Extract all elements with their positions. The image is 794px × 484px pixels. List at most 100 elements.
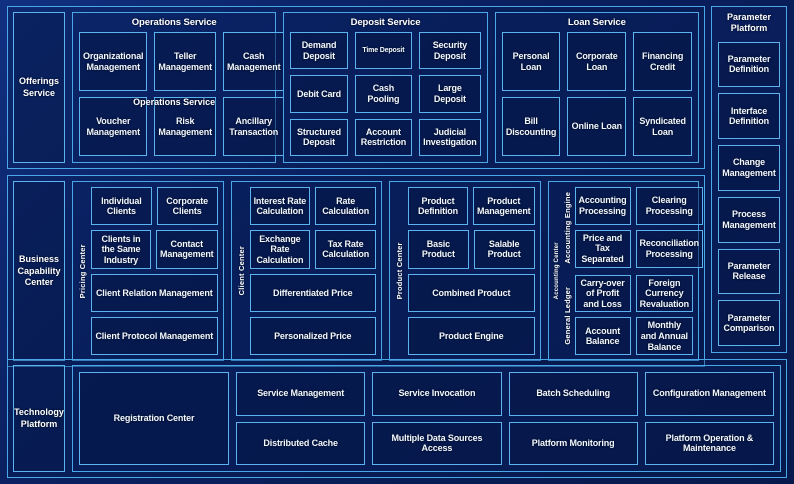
cell-risk-management[interactable]: Risk Management — [154, 97, 216, 156]
grid-technology-platform: Service Management Service Invocation Ba… — [236, 372, 774, 465]
cell-client-relation-management[interactable]: Client Relation Management — [91, 273, 218, 312]
cell-salable-product[interactable]: Salable Product — [473, 230, 535, 269]
accounting-groups: Accounting Engine Accounting Processing … — [562, 187, 703, 356]
panel-product-center[interactable]: Product Center Product Definition Produc… — [389, 181, 541, 362]
pair-clients-top: Individual Clients Corporate Clients — [91, 187, 218, 226]
offerings-service-row: Offerings Service Operations Service Ope… — [7, 6, 705, 169]
business-capability-center-row: Business Capability Center Pricing Cente… — [7, 175, 705, 368]
cell-security-deposit[interactable]: Security Deposit — [419, 32, 481, 70]
pair-clients-second: Clients in the Same Industry Contact Man… — [91, 230, 218, 269]
cell-monthly-and-annual-balance[interactable]: Monthly and Annual Balance — [635, 317, 693, 356]
cell-multiple-data-sources-access[interactable]: Multiple Data Sources Access — [372, 421, 502, 465]
cell-service-management[interactable]: Service Management — [236, 372, 366, 416]
cell-registration-center[interactable]: Registration Center — [79, 372, 229, 465]
cell-account-balance[interactable]: Account Balance — [574, 317, 631, 356]
row-label-offerings-service: Offerings Service — [13, 12, 65, 163]
cell-time-deposit[interactable]: Time Deposit — [354, 32, 413, 70]
panel-title-loan-service: Loan Service — [567, 17, 626, 28]
cell-ancillary-transaction[interactable]: Ancillary Transaction — [222, 97, 285, 156]
cell-bill-discounting[interactable]: Bill Discounting — [501, 97, 561, 156]
cell-process-management[interactable]: Process Management — [718, 196, 780, 243]
cell-combined-product[interactable]: Combined Product — [408, 273, 535, 312]
wide-client-protocol: Client Protocol Management — [91, 316, 218, 356]
cell-teller-management[interactable]: Teller Management — [154, 32, 216, 91]
cell-foreign-currency-revaluation[interactable]: Foreign Currency Revaluation — [635, 274, 693, 313]
cell-basic-product[interactable]: Basic Product — [408, 230, 469, 269]
wide-client-relation: Client Relation Management — [91, 273, 218, 312]
panel-title-deposit-service: Deposit Service — [350, 17, 421, 28]
cell-change-management[interactable]: Change Management — [718, 145, 780, 191]
grid-loan-service: Personal Loan Corporate Loan Financing C… — [501, 32, 692, 156]
panel-operations-service[interactable]: Operations Service Operations Service Or… — [72, 12, 285, 163]
cell-configuration-management[interactable]: Configuration Management — [644, 372, 774, 416]
cell-judicial-investigation[interactable]: Judicial Investigation — [419, 118, 481, 156]
cell-platform-monitoring[interactable]: Platform Monitoring — [508, 421, 638, 465]
cell-exchange-rate-calculation[interactable]: Exchange Rate Calculation — [249, 230, 311, 269]
grid-operations-service: Organizational Management Teller Managem… — [79, 32, 285, 156]
cell-structured-deposit[interactable]: Structured Deposit — [290, 118, 348, 156]
cell-service-invocation[interactable]: Service Invocation — [372, 372, 502, 416]
panel-loan-service[interactable]: Loan Service Personal Loan Corporate Loa… — [494, 12, 699, 163]
cell-interface-definition[interactable]: Interface Definition — [718, 93, 780, 139]
vlabel-accounting-engine: Accounting Engine — [562, 191, 572, 264]
panel-technology-platform[interactable]: Registration Center Service Management S… — [72, 365, 781, 472]
cell-parameter-release[interactable]: Parameter Release — [718, 248, 780, 295]
registration-center-wrap: Registration Center — [79, 372, 229, 465]
cell-differentiated-price[interactable]: Differentiated Price — [249, 273, 376, 312]
cell-clearing-processing[interactable]: Clearing Processing — [635, 187, 703, 225]
cell-product-engine[interactable]: Product Engine — [408, 316, 535, 356]
cell-demand-deposit[interactable]: Demand Deposit — [290, 32, 348, 70]
pair-product-second: Basic Product Salable Product — [408, 230, 535, 269]
wide-differentiated-price: Differentiated Price — [249, 273, 376, 312]
group-general-ledger: General Ledger Carry-over of Profit and … — [563, 274, 693, 356]
cell-carry-over-of-profit-and-loss[interactable]: Carry-over of Profit and Loss — [574, 274, 631, 313]
cell-cash-pooling[interactable]: Cash Pooling — [354, 75, 413, 113]
cell-financing-credit[interactable]: Financing Credit — [633, 32, 692, 91]
vlabel-product-center: Product Center — [395, 242, 404, 300]
cell-batch-scheduling[interactable]: Batch Scheduling — [508, 372, 638, 416]
cell-large-deposit[interactable]: Large Deposit — [419, 75, 481, 113]
cell-distributed-cache[interactable]: Distributed Cache — [236, 421, 366, 465]
cell-corporate-clients[interactable]: Corporate Clients — [156, 187, 218, 226]
panel-deposit-service[interactable]: Deposit Service Demand Deposit Time Depo… — [283, 12, 488, 163]
group-accounting-engine: Accounting Engine Accounting Processing … — [562, 187, 703, 268]
cell-reconciliation-processing[interactable]: Reconciliation Processing — [635, 229, 703, 268]
cell-tax-rate-calculation[interactable]: Tax Rate Calculation — [315, 230, 376, 269]
cell-contact-management[interactable]: Contact Management — [156, 230, 218, 269]
cell-product-definition[interactable]: Product Definition — [408, 187, 468, 226]
panel-client-center[interactable]: Client Center Interest Rate Calculation … — [230, 181, 382, 362]
cell-parameter-comparison[interactable]: Parameter Comparison — [718, 300, 780, 346]
cell-product-management[interactable]: Product Management — [473, 187, 535, 226]
cell-rate-calculation[interactable]: Rate Calculation — [315, 187, 376, 226]
cell-price-and-tax-separated[interactable]: Price and Tax Separated — [574, 229, 631, 268]
panel-accounting-center[interactable]: Accounting Center Accounting Engine Acco… — [547, 181, 703, 362]
cell-accounting-processing[interactable]: Accounting Processing — [574, 187, 631, 225]
wide-combined-product: Combined Product — [408, 273, 535, 312]
row-label-technology-platform: Technology Platform — [13, 365, 65, 472]
panel-title-parameter-platform: Parameter Platform — [726, 12, 772, 34]
pair-rate-second: Exchange Rate Calculation Tax Rate Calcu… — [249, 230, 376, 269]
grid-general-ledger: Carry-over of Profit and Loss Foreign Cu… — [574, 274, 693, 356]
cell-client-protocol-management[interactable]: Client Protocol Management — [91, 316, 218, 356]
cell-online-loan[interactable]: Online Loan — [567, 97, 627, 156]
cell-personal-loan[interactable]: Personal Loan — [501, 32, 561, 91]
cell-platform-operation-maintenance[interactable]: Platform Operation & Maintenance — [644, 421, 774, 465]
panel-pricing-center[interactable]: Pricing Center Individual Clients Corpor… — [72, 181, 224, 362]
cell-voucher-management[interactable]: Voucher Management — [79, 97, 148, 156]
cell-individual-clients[interactable]: Individual Clients — [91, 187, 152, 226]
vlabel-accounting-center: Accounting Center — [553, 242, 560, 300]
cell-parameter-definition[interactable]: Parameter Definition — [718, 41, 780, 88]
row-label-business-capability-center: Business Capability Center — [13, 181, 65, 362]
cell-debit-card[interactable]: Debit Card — [290, 75, 348, 113]
cell-corporate-loan[interactable]: Corporate Loan — [567, 32, 627, 91]
cell-account-restriction[interactable]: Account Restriction — [354, 118, 413, 156]
cell-personalized-price[interactable]: Personalized Price — [249, 316, 376, 356]
body-client-center: Interest Rate Calculation Rate Calculati… — [249, 187, 376, 356]
cell-interest-rate-calculation[interactable]: Interest Rate Calculation — [249, 187, 311, 226]
cell-cash-management[interactable]: Cash Management — [222, 32, 285, 91]
cell-syndicated-loan[interactable]: Syndicated Loan — [633, 97, 692, 156]
cell-organizational-management[interactable]: Organizational Management — [79, 32, 148, 91]
cell-clients-in-the-same-industry[interactable]: Clients in the Same Industry — [91, 230, 151, 269]
panel-parameter-platform[interactable]: Parameter Platform Parameter Definition … — [711, 6, 787, 353]
